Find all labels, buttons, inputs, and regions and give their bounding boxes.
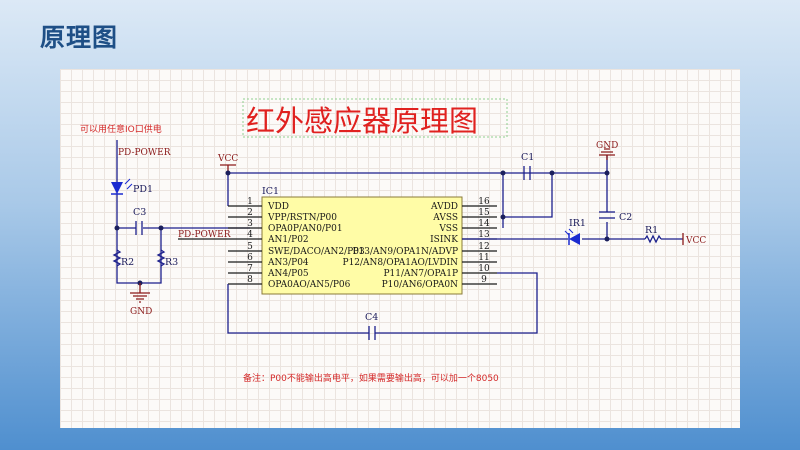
pin-name: VDD xyxy=(267,202,289,212)
pin-name: AN1/P02 xyxy=(267,235,309,245)
ic1-label: IC1 xyxy=(262,186,279,197)
pin-number: 16 xyxy=(478,197,490,207)
r1-label: R1 xyxy=(645,225,658,236)
ir1-label: IR1 xyxy=(569,218,586,229)
r1-resistor-icon xyxy=(644,234,662,244)
gnd-right-label: GND xyxy=(596,141,618,151)
pin-name: P13/AN9/OPA1N/ADVP xyxy=(352,247,458,257)
footnote: 备注：P00不能输出高电平，如果需要输出高，可以加一个8050 xyxy=(243,372,499,384)
title-box xyxy=(242,98,508,138)
pin-name: SWE/DACO/AN2/P03 xyxy=(268,247,365,257)
pin-number: 9 xyxy=(481,275,487,285)
pin-number: 13 xyxy=(478,230,490,240)
pin-name: OPA0AO/AN5/P06 xyxy=(268,280,351,290)
pin-number: 11 xyxy=(478,253,489,263)
c1-label: C1 xyxy=(521,152,534,163)
pin-number: 3 xyxy=(247,219,253,229)
pin-name: VPP/RSTN/P00 xyxy=(267,213,337,223)
pin-name: AN4/P05 xyxy=(267,269,309,279)
pd1-diode-icon xyxy=(111,182,123,194)
pin-name: AN3/P04 xyxy=(267,258,309,268)
vcc-top-label: VCC xyxy=(217,154,238,164)
power-note: 可以用任意IO口供电 xyxy=(80,123,162,135)
pin-name: OPA0P/AN0/P01 xyxy=(268,224,343,234)
r2-resistor-icon xyxy=(112,249,122,267)
pd-power-label: PD-POWER xyxy=(118,148,171,158)
c3-label: C3 xyxy=(133,207,146,218)
pin-number: 5 xyxy=(247,242,253,252)
slide-title: 原理图 xyxy=(40,23,119,52)
pin-number: 8 xyxy=(247,275,253,285)
pin-name: AVDD xyxy=(430,202,458,212)
pin-number: 6 xyxy=(247,253,253,263)
vcc-right-label: VCC xyxy=(685,236,706,246)
ir-circuit: GND VCC C1 C2 IR1 R1 xyxy=(462,141,706,246)
ir1-led-icon xyxy=(569,233,580,245)
pin-number: 7 xyxy=(247,264,253,274)
gnd-left-label: GND xyxy=(130,307,152,317)
c2-label: C2 xyxy=(619,212,632,223)
pin-name: P10/AN6/OPA0N xyxy=(382,280,459,290)
pin-name: AVSS xyxy=(432,213,458,223)
pin-number: 1 xyxy=(247,197,253,207)
pin-number: 15 xyxy=(478,208,490,218)
pin-name: ISINK xyxy=(430,235,458,245)
pd1-label: PD1 xyxy=(133,184,153,195)
r2-label: R2 xyxy=(121,257,134,268)
schematic-title: 红外感应器原理图 xyxy=(246,104,478,138)
pd-power-pin4-label: PD-POWER xyxy=(178,230,231,240)
pin-name: VSS xyxy=(438,224,458,234)
gnd-right-icon xyxy=(599,148,684,245)
pin-name: P12/AN8/OPA1AO/LVDIN xyxy=(343,258,459,268)
pin-number: 12 xyxy=(478,242,489,252)
r3-resistor-icon xyxy=(156,249,166,267)
pin-number: 10 xyxy=(478,264,490,274)
r3-label: R3 xyxy=(165,257,178,268)
pin-number: 14 xyxy=(478,219,490,229)
c4-loop: C4 xyxy=(227,272,538,340)
gnd-left-icon xyxy=(130,283,150,303)
pin-name: P11/AN7/OPA1P xyxy=(383,269,458,279)
c4-label: C4 xyxy=(365,312,378,323)
pin-number: 4 xyxy=(247,230,253,240)
pin-number: 2 xyxy=(247,208,253,218)
